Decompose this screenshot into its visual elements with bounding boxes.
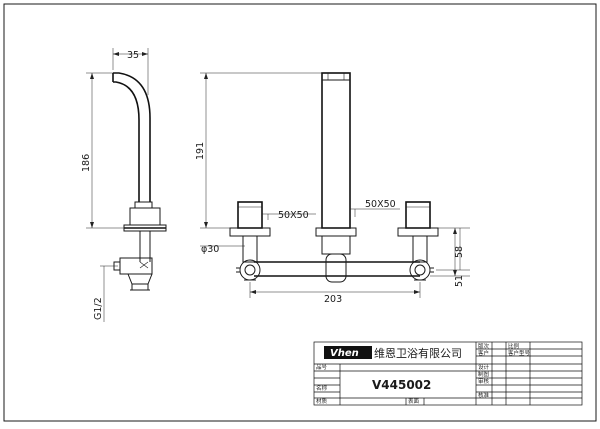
title-block: Vhen 维恩卫浴有限公司 V445002 版次 比例 客户 客户型号 品号 设… [313, 341, 583, 406]
label-customer: 客户 [478, 349, 489, 357]
square-label-right: 50X50 [365, 199, 396, 210]
left-valve-ring [239, 259, 261, 281]
label-material: 材质 [316, 397, 328, 405]
dim-label-186: 186 [81, 154, 92, 172]
center-tee [325, 253, 347, 283]
label-edition: 版次 [478, 342, 490, 350]
side-body-block [129, 207, 161, 226]
side-valve-body [119, 257, 153, 275]
label-name: 名称 [316, 384, 328, 392]
outer-frame [3, 3, 597, 422]
dim-label-51: 51 [454, 275, 465, 287]
label-item-no: 品号 [316, 364, 328, 371]
brand-logo-text: Vhen [330, 348, 359, 359]
title-block-frame [313, 341, 583, 406]
spout-flange [315, 227, 357, 237]
label-review: 审核 [478, 377, 490, 385]
spout-outer [113, 72, 151, 202]
dim-label-203: 203 [324, 294, 342, 305]
right-flange [397, 227, 439, 237]
dim-label-191: 191 [195, 142, 206, 160]
left-flange [229, 227, 271, 237]
model-number: V445002 [372, 378, 431, 392]
brand-logo [324, 346, 372, 359]
label-customer-no: 客户型号 [508, 349, 531, 357]
side-view: 35 186 G1/2 [81, 48, 167, 322]
diameter-label: φ30 [201, 244, 219, 255]
front-view: 191 50X50 50X50 φ30 [195, 72, 470, 305]
label-design: 设计 [478, 363, 490, 371]
right-valve-ring [409, 259, 431, 281]
dim-arrow [142, 52, 148, 56]
company-name: 维恩卫浴有限公司 [374, 346, 462, 360]
dim-label-58: 58 [454, 246, 465, 258]
label-approve: 核准 [478, 391, 490, 399]
spout-column [321, 72, 351, 229]
label-scale: 比例 [508, 342, 520, 350]
square-label-left: 50X50 [278, 210, 309, 221]
left-handle [237, 201, 263, 229]
spout-inner [113, 81, 140, 202]
dim-arrow [113, 52, 119, 56]
label-surface: 表面 [408, 397, 420, 405]
right-handle [405, 201, 431, 229]
dim-label-35: 35 [127, 50, 139, 61]
label-drawing: 制图 [478, 370, 490, 378]
thread-label: G1/2 [93, 297, 104, 320]
